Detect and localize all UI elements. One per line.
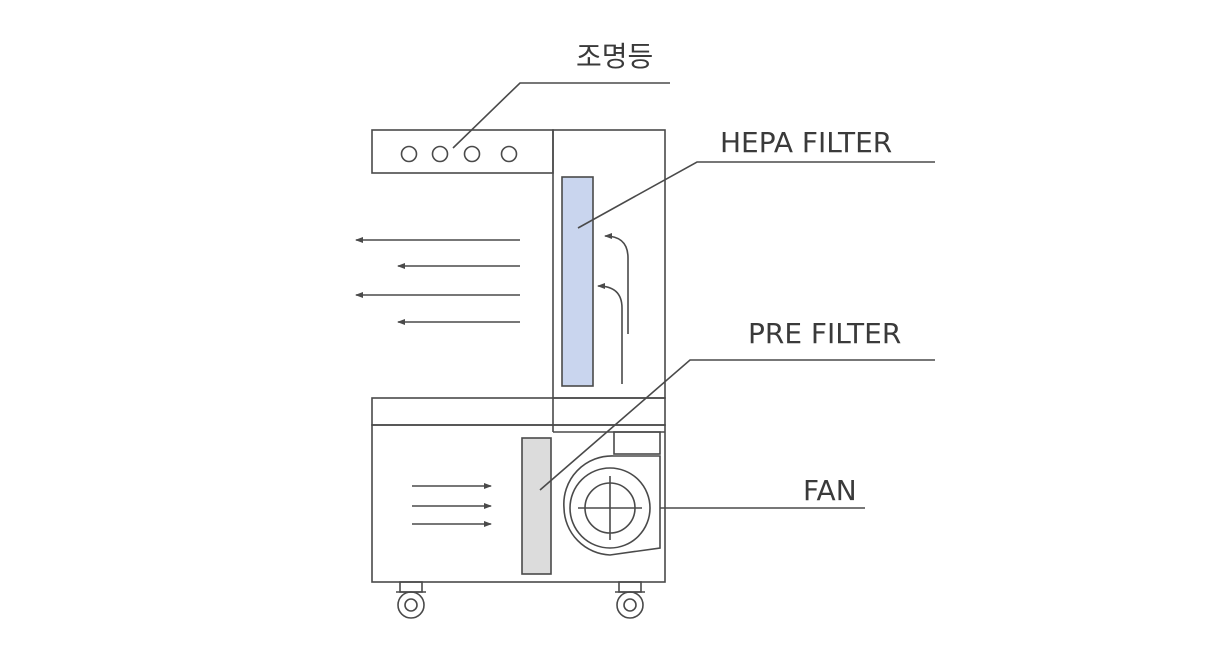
leader-line-lighting: [452, 82, 670, 149]
light-icon: [463, 145, 481, 163]
light-icon: [500, 145, 518, 163]
lower-cabinet: [371, 424, 666, 583]
light-bulbs: [400, 145, 518, 163]
leader-line-pre: [539, 359, 935, 491]
label-fan: FAN: [803, 474, 857, 507]
curved-arrow-up-icon: [604, 233, 629, 334]
label-hepa-filter: HEPA FILTER: [720, 126, 892, 159]
label-pre-filter: PRE FILTER: [748, 317, 901, 350]
light-icon: [400, 145, 418, 163]
centrifugal-fan-icon: [563, 431, 661, 556]
hepa-filter: [561, 176, 594, 387]
caster-wheel-icon: [396, 581, 426, 619]
pre-filter: [521, 437, 552, 575]
leader-line-hepa: [577, 161, 935, 229]
work-shelf: [371, 397, 666, 426]
intake-arrows: [412, 483, 492, 527]
light-icon: [431, 145, 449, 163]
label-lighting: 조명등: [576, 40, 653, 73]
caster-wheel-icon: [615, 581, 645, 619]
curved-arrow-up-icon: [597, 283, 623, 384]
outflow-arrows: [355, 237, 520, 325]
light-housing: [371, 129, 554, 174]
